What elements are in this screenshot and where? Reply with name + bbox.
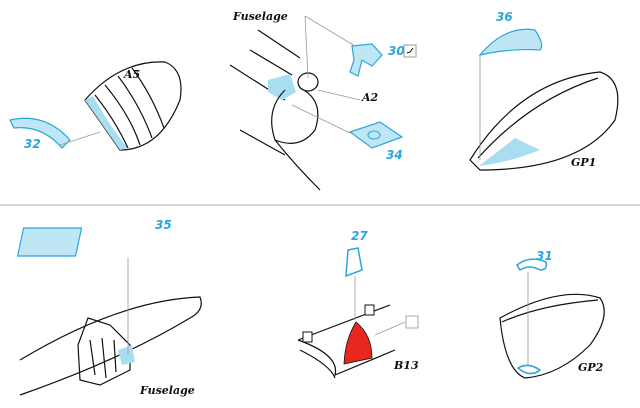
step-b13: 27 B13 — [297, 229, 419, 379]
part-32-etch — [9, 117, 71, 149]
label-part-27: 27 — [351, 229, 368, 243]
part-27-etch — [345, 247, 363, 278]
label-part-32: 32 — [24, 137, 41, 151]
label-fuselage-top: Fuselage — [232, 10, 288, 23]
part-34-etch — [348, 121, 404, 149]
step-fuselage-a2: Fuselage 30 A2 34 — [229, 10, 417, 191]
red-paint-area — [343, 321, 373, 365]
bend-symbol-icon — [403, 44, 417, 58]
step-fuselage-35: 35 Fuselage — [16, 218, 202, 397]
label-part-36: 36 — [496, 10, 513, 24]
step-gp2: 31 GP2 — [499, 249, 605, 379]
label-a5: A5 — [123, 68, 140, 81]
label-part-35: 35 — [155, 218, 172, 232]
label-gp2: GP2 — [578, 361, 604, 374]
step-a5-nose: A5 32 — [9, 61, 182, 151]
label-fuselage-bottom: Fuselage — [139, 384, 195, 397]
label-part-31: 31 — [536, 249, 553, 263]
paint-symbol-icon — [405, 315, 419, 329]
label-a2: A2 — [361, 91, 379, 104]
label-part-34: 34 — [386, 148, 403, 162]
label-gp1: GP1 — [571, 156, 596, 169]
label-b13: B13 — [393, 359, 419, 372]
step-gp1-canopy: 36 GP1 — [469, 10, 619, 171]
label-part-30: 30 — [388, 44, 405, 58]
part-35-etch — [16, 227, 83, 257]
part-31-etch — [516, 258, 548, 272]
part-30-etch — [349, 43, 383, 77]
part-36-etch — [478, 28, 543, 56]
